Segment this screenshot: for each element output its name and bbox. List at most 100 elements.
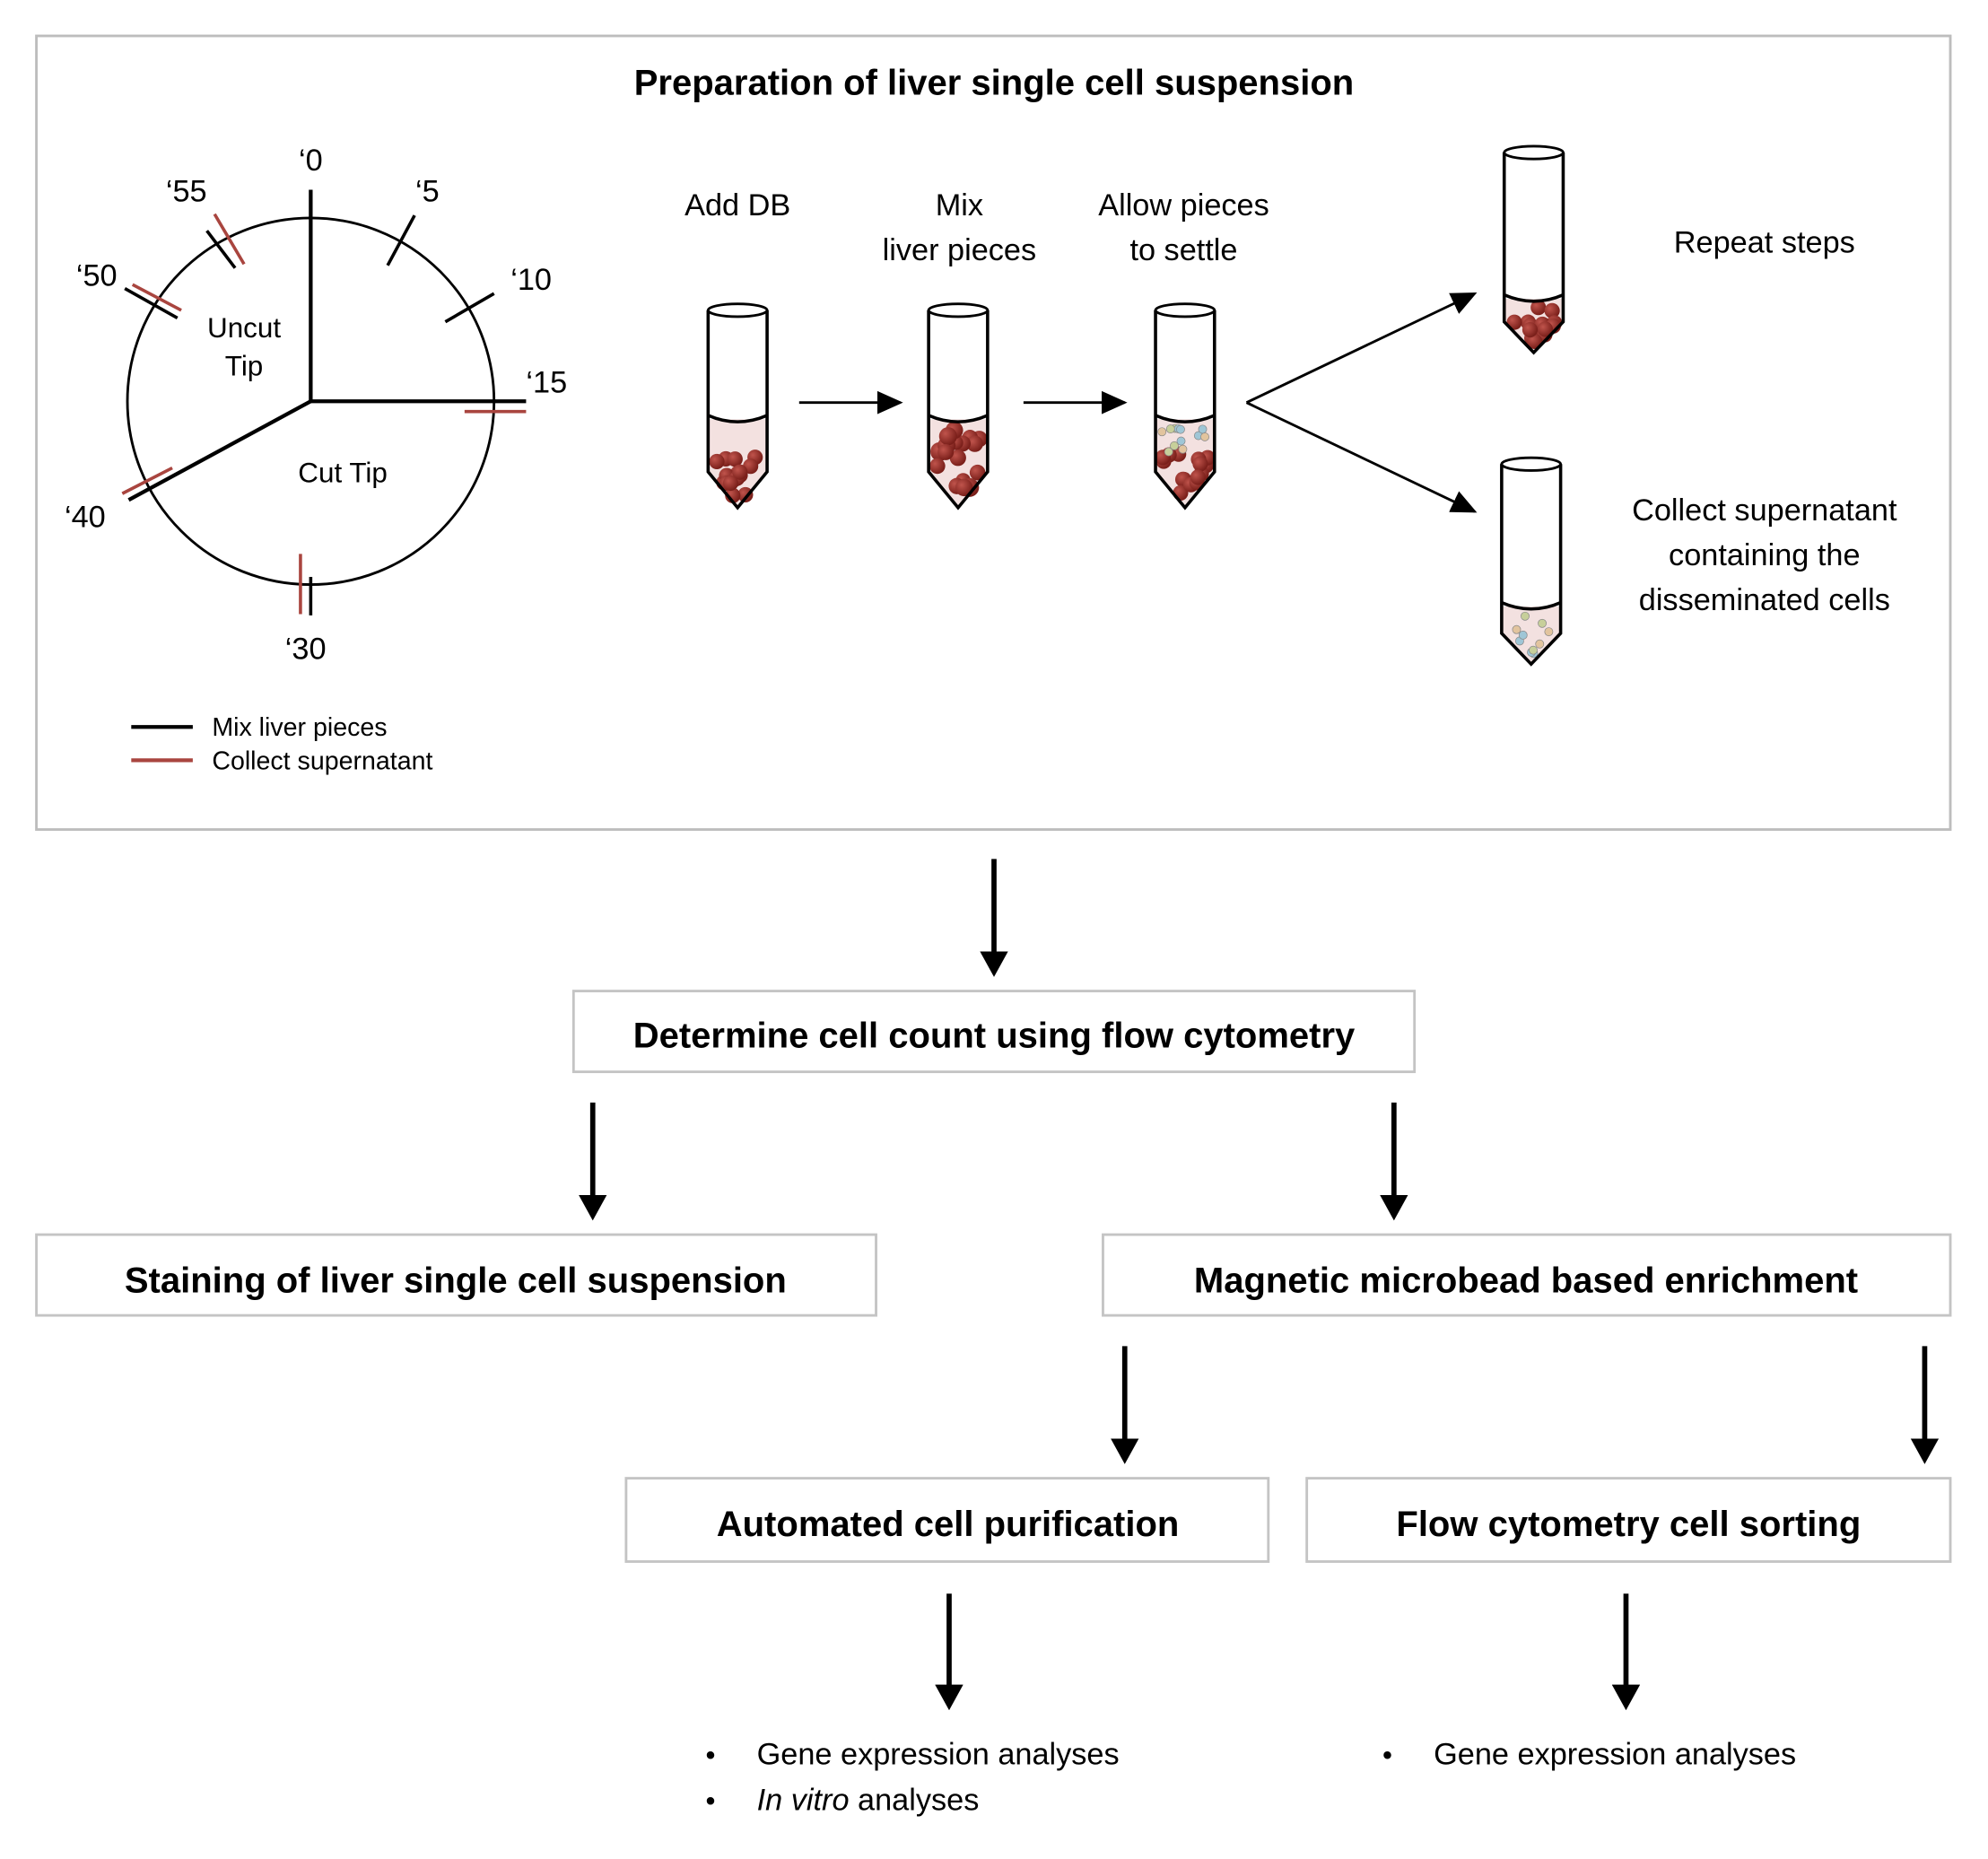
box-staining-label: Staining of liver single cell suspension [125, 1261, 787, 1300]
region-label-uncut: Uncut [207, 312, 281, 344]
collect-mark-55 [213, 213, 246, 266]
mix-mark-10 [444, 292, 495, 324]
single-cell [1544, 627, 1554, 637]
outcome-collect-label-2: containing the [1669, 538, 1860, 572]
tube-outline [927, 310, 990, 511]
output-in-vitro-rest: analyses [850, 1784, 980, 1818]
collect-mark-50 [131, 283, 182, 312]
liver-piece [722, 475, 739, 492]
liver-piece [937, 443, 955, 460]
tube-collect [1500, 456, 1563, 667]
liver-piece [1506, 314, 1522, 330]
legend-label-mix: Mix liver pieces [212, 713, 387, 742]
tube-add-db [706, 302, 769, 511]
single-cell [1198, 424, 1208, 434]
liver-piece [1527, 333, 1543, 350]
liver-piece [732, 464, 748, 480]
arrow-to-collect [1245, 401, 1478, 513]
liver-piece [1544, 302, 1560, 319]
time-label-15: ‘15 [526, 365, 567, 399]
bullet: • [705, 1739, 715, 1770]
liver-piece [929, 458, 946, 475]
liver-piece [1537, 321, 1554, 337]
time-label-50: ‘50 [76, 259, 118, 293]
tube-rim [706, 302, 769, 319]
arrow-to-repeat [1245, 292, 1478, 404]
automated-outputs-list: • Gene expression analyses • In vitro an… [705, 1737, 1119, 1817]
liver-piece [709, 453, 725, 469]
tube-settle [1154, 302, 1216, 511]
single-cell [1176, 424, 1185, 434]
output-in-vitro: In vitro analyses [757, 1784, 980, 1818]
time-label-5: ‘5 [415, 174, 440, 208]
liquid-meniscus [1155, 414, 1216, 423]
time-label-40: ‘40 [65, 500, 106, 534]
step-label-mix-line2: liver pieces [883, 233, 1036, 267]
liver-piece [1522, 322, 1539, 338]
liver-piece [955, 478, 973, 497]
box-cell-count-label: Determine cell count using flow cytometr… [633, 1016, 1356, 1055]
timing-clock: ‘0 ‘5 ‘10 ‘15 ‘30 ‘40 ‘50 ‘55 Uncut Tip … [65, 144, 567, 666]
cells [709, 449, 763, 503]
liver-piece [1530, 300, 1547, 316]
mix-mark-50 [124, 286, 179, 319]
tube-repeat [1502, 144, 1565, 355]
tube-rim [1500, 456, 1563, 472]
time-label-0: ‘0 [299, 144, 323, 178]
tube-mix [927, 302, 990, 511]
step-label-mix: Mix [936, 188, 983, 223]
step-label-settle: Allow pieces [1098, 188, 1269, 223]
collect-mark-40 [121, 466, 173, 495]
outcome-collect-label-1: Collect supernatant [1632, 493, 1897, 528]
time-label-30: ‘30 [285, 632, 327, 666]
liquid-meniscus [1504, 293, 1565, 303]
tube-outline [1154, 310, 1216, 511]
outcome-repeat-label: Repeat steps [1674, 226, 1855, 260]
mix-mark-55 [205, 230, 237, 269]
liver-piece [966, 435, 983, 452]
mix-mark-5 [386, 214, 416, 266]
clock-hand-40 [127, 399, 312, 502]
single-cell [1512, 624, 1522, 634]
box-cell-count [571, 990, 1417, 1074]
liver-piece [727, 451, 743, 467]
tube-rim [1154, 302, 1216, 319]
single-cell [1178, 444, 1188, 454]
box-sorting [1305, 1477, 1952, 1563]
time-label-10: ‘10 [510, 263, 552, 297]
single-cell [1157, 427, 1167, 437]
liver-piece [737, 486, 754, 503]
legend: Mix liver pieces Collect supernatant [131, 713, 432, 775]
cells [929, 421, 988, 497]
box-sorting-label: Flow cytometry cell sorting [1396, 1505, 1861, 1544]
tube-outline [706, 310, 769, 511]
box-magnetic [1102, 1233, 1952, 1317]
tube-rim [927, 302, 990, 319]
sorting-outputs-list: • Gene expression analyses [1382, 1737, 1796, 1771]
liver-piece [938, 427, 957, 446]
box-automated [624, 1477, 1270, 1563]
tube-outline [1502, 153, 1565, 355]
step-label-settle-line2: to settle [1129, 233, 1237, 267]
box-magnetic-label: Magnetic microbead based enrichment [1194, 1261, 1858, 1300]
single-cell [1176, 436, 1186, 446]
liquid-meniscus [928, 414, 989, 423]
liver-piece [1192, 456, 1208, 472]
output-in-vitro-italic: In vitro [757, 1784, 850, 1818]
bullet: • [1382, 1739, 1392, 1770]
legend-label-collect: Collect supernatant [212, 746, 432, 775]
output-gene-expression: Gene expression analyses [757, 1737, 1120, 1771]
liver-piece [1190, 469, 1206, 485]
tube-rim [1503, 144, 1565, 161]
output-gene-expression: Gene expression analyses [1434, 1737, 1796, 1771]
single-cell [1535, 639, 1545, 649]
box-staining [35, 1233, 877, 1317]
single-cell [1165, 424, 1175, 434]
liver-piece [949, 449, 966, 467]
time-label-55: ‘55 [166, 174, 207, 208]
bullet: • [705, 1785, 715, 1817]
tube-outline [1500, 464, 1563, 667]
liquid-meniscus [1501, 600, 1562, 611]
cells [1506, 300, 1563, 350]
